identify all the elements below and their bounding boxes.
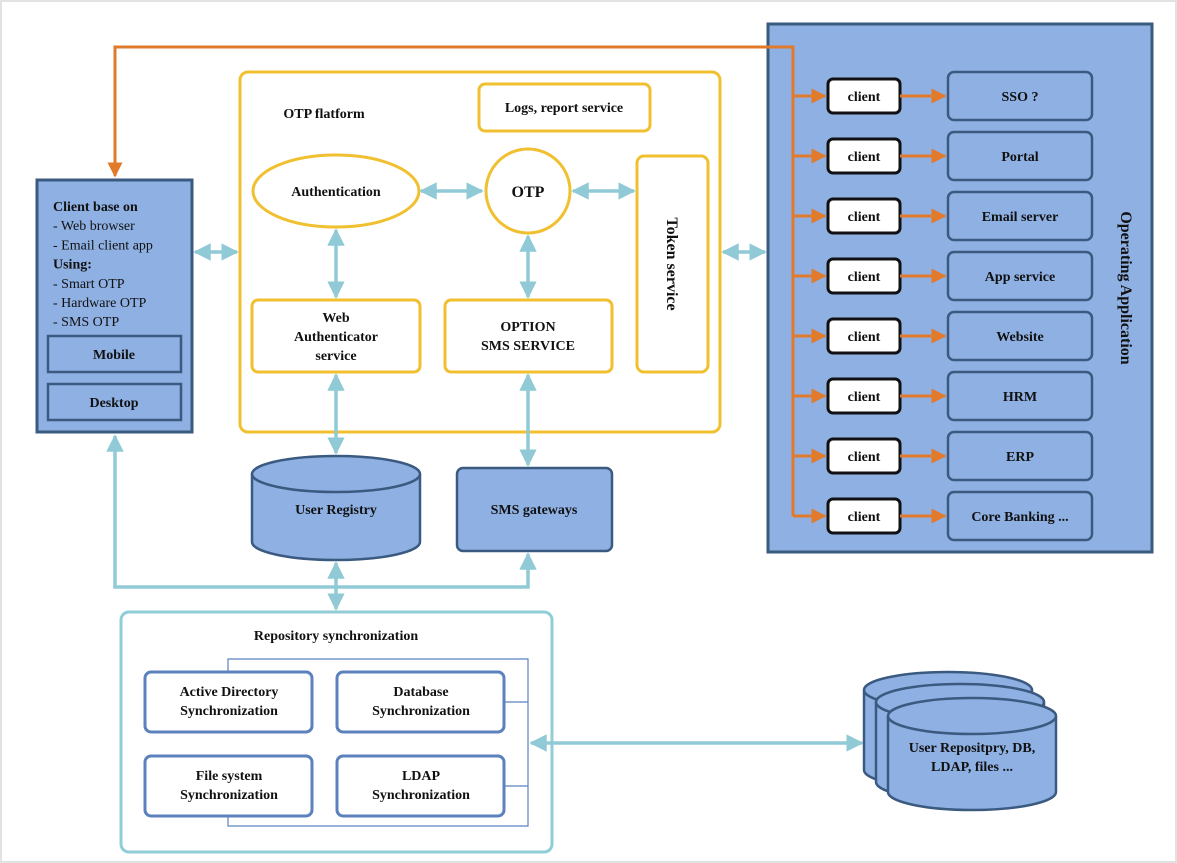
sync-item-box[interactable] <box>143 754 314 818</box>
sync-bracket <box>227 658 529 827</box>
authentication-node[interactable] <box>251 153 421 229</box>
sync-item-label: LDAP <box>402 769 441 784</box>
otp-node[interactable] <box>484 147 572 235</box>
app-row: client Portal <box>793 130 1094 182</box>
repository-sync-title: Repository synchronization <box>254 629 418 644</box>
client-label: client <box>848 510 881 525</box>
external-repository-stack[interactable]: User Repositpry, DB, LDAP, files ... <box>862 670 1058 812</box>
app-label: App service <box>985 270 1055 285</box>
client-label: client <box>848 90 881 105</box>
client-base-panel: Client base on - Web browser - Email clien… <box>35 178 194 434</box>
client-base-line: - SMS OTP <box>53 315 119 330</box>
client-label: client <box>848 270 881 285</box>
web-auth-line-3: service <box>315 349 356 364</box>
app-row: client App service <box>793 250 1094 302</box>
mobile-label: Mobile <box>93 348 135 363</box>
desktop-box[interactable] <box>46 382 183 422</box>
sync-item-label: Synchronization <box>372 704 470 719</box>
client-base-line: - Hardware OTP <box>53 296 147 311</box>
app-label: Email server <box>982 210 1059 225</box>
app-label: Core Banking ... <box>971 510 1068 525</box>
sync-item-label: Synchronization <box>372 788 470 803</box>
token-service-label: Token service <box>663 217 680 310</box>
sms-service-line-2: SMS SERVICE <box>481 339 575 354</box>
otp-platform: OTP flatform Logs, report service Authen… <box>238 70 722 434</box>
sync-item-label: Synchronization <box>180 788 278 803</box>
mobile-box[interactable] <box>46 334 183 374</box>
repo-cylinder-front-body <box>886 716 1058 812</box>
client-base-line: - Smart OTP <box>53 277 125 292</box>
sync-item-box[interactable] <box>143 670 314 734</box>
authentication-label: Authentication <box>291 185 381 200</box>
sync-item-label: File system <box>196 769 263 784</box>
token-service-box[interactable] <box>635 154 710 374</box>
app-box[interactable] <box>946 370 1094 422</box>
client-label: client <box>848 390 881 405</box>
app-label: Portal <box>1001 150 1038 165</box>
logs-report-service-label: Logs, report service <box>505 101 623 116</box>
user-registry-db[interactable]: User Registry <box>250 454 422 562</box>
sms-gateways-label: SMS gateways <box>491 503 578 518</box>
app-box[interactable] <box>946 250 1094 302</box>
client-label: client <box>848 210 881 225</box>
client-label: client <box>848 330 881 345</box>
sms-service-box[interactable] <box>443 298 614 374</box>
app-box[interactable] <box>946 430 1094 482</box>
otp-platform-title: OTP flatform <box>283 107 365 122</box>
repo-cylinder-front-top <box>886 696 1058 736</box>
app-row: client HRM <box>793 370 1094 422</box>
web-auth-line-1: Web <box>322 311 349 326</box>
app-label: ERP <box>1006 450 1034 465</box>
app-box[interactable] <box>946 190 1094 242</box>
user-registry-label: User Registry <box>295 503 377 518</box>
app-box[interactable] <box>946 490 1094 542</box>
operating-application-title: Operating Application <box>1117 211 1134 364</box>
external-repo-line-1: User Repositpry, DB, <box>909 741 1036 756</box>
app-row: client ERP <box>793 430 1094 482</box>
sync-item-box[interactable] <box>335 670 506 734</box>
app-row: client Website <box>793 310 1094 362</box>
app-label: Website <box>996 330 1043 345</box>
sync-item[interactable]: LDAP Synchronization <box>335 754 506 818</box>
client-base-line: - Email client app <box>53 238 153 253</box>
web-authenticator-service-box[interactable] <box>250 298 422 374</box>
external-repo-line-2: LDAP, files ... <box>931 760 1013 775</box>
desktop-label: Desktop <box>89 396 138 411</box>
client-label: client <box>848 450 881 465</box>
app-row: client Email server <box>793 190 1094 242</box>
client-label: client <box>848 150 881 165</box>
client-base-line: Client base on <box>53 200 138 215</box>
client-base-line: Using: <box>53 258 92 273</box>
otp-label: OTP <box>512 184 545 201</box>
app-label: HRM <box>1003 390 1037 405</box>
sync-item-label: Synchronization <box>180 704 278 719</box>
app-label: SSO ? <box>1002 90 1039 105</box>
app-box[interactable] <box>946 310 1094 362</box>
user-registry-top <box>250 454 422 494</box>
sms-service-line-1: OPTION <box>500 320 555 335</box>
app-box[interactable] <box>946 70 1094 122</box>
client-base-line: - Web browser <box>53 219 135 234</box>
app-row: client Core Banking ... <box>793 490 1094 542</box>
repository-sync-panel: Repository synchronization Active Direct… <box>119 610 554 854</box>
app-row: client SSO ? <box>793 70 1094 122</box>
sync-item-label: Active Directory <box>180 685 279 700</box>
app-box[interactable] <box>946 130 1094 182</box>
sync-item-label: Database <box>393 685 448 700</box>
web-auth-line-2: Authenticator <box>294 330 378 345</box>
sync-item-box[interactable] <box>335 754 506 818</box>
connector-bottom-bus <box>106 434 537 589</box>
orange-connector-to-client-base <box>107 45 795 516</box>
logs-report-service-box[interactable] <box>477 82 652 133</box>
